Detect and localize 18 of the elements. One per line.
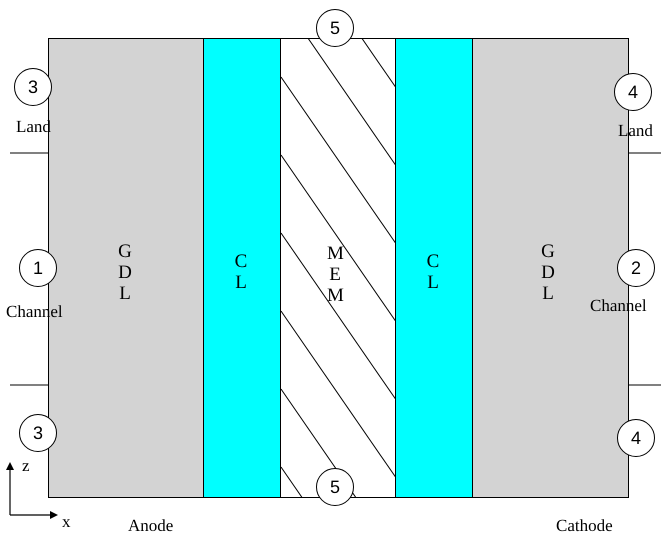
numbered-circle: 2 bbox=[617, 249, 655, 287]
electrode-label: Anode bbox=[128, 516, 174, 536]
axis-label: z bbox=[22, 456, 30, 476]
numbered-circle: 4 bbox=[614, 73, 652, 111]
layer-label: C L bbox=[426, 251, 440, 293]
layer-label: M E M bbox=[327, 243, 343, 306]
layer-label: G D L bbox=[540, 241, 556, 304]
numbered-circle: 4 bbox=[617, 419, 655, 457]
axis-label: x bbox=[62, 512, 70, 532]
layer-label: C L bbox=[234, 251, 248, 293]
electrode-label: Cathode bbox=[556, 516, 613, 536]
catalyst-layer bbox=[203, 38, 281, 498]
numbered-circle: 1 bbox=[19, 249, 57, 287]
numbered-circle: 5 bbox=[316, 9, 354, 47]
layer-label: G D L bbox=[117, 241, 133, 304]
numbered-circle: 3 bbox=[14, 68, 52, 106]
catalyst-layer bbox=[395, 38, 473, 498]
numbered-circle: 3 bbox=[19, 414, 57, 452]
